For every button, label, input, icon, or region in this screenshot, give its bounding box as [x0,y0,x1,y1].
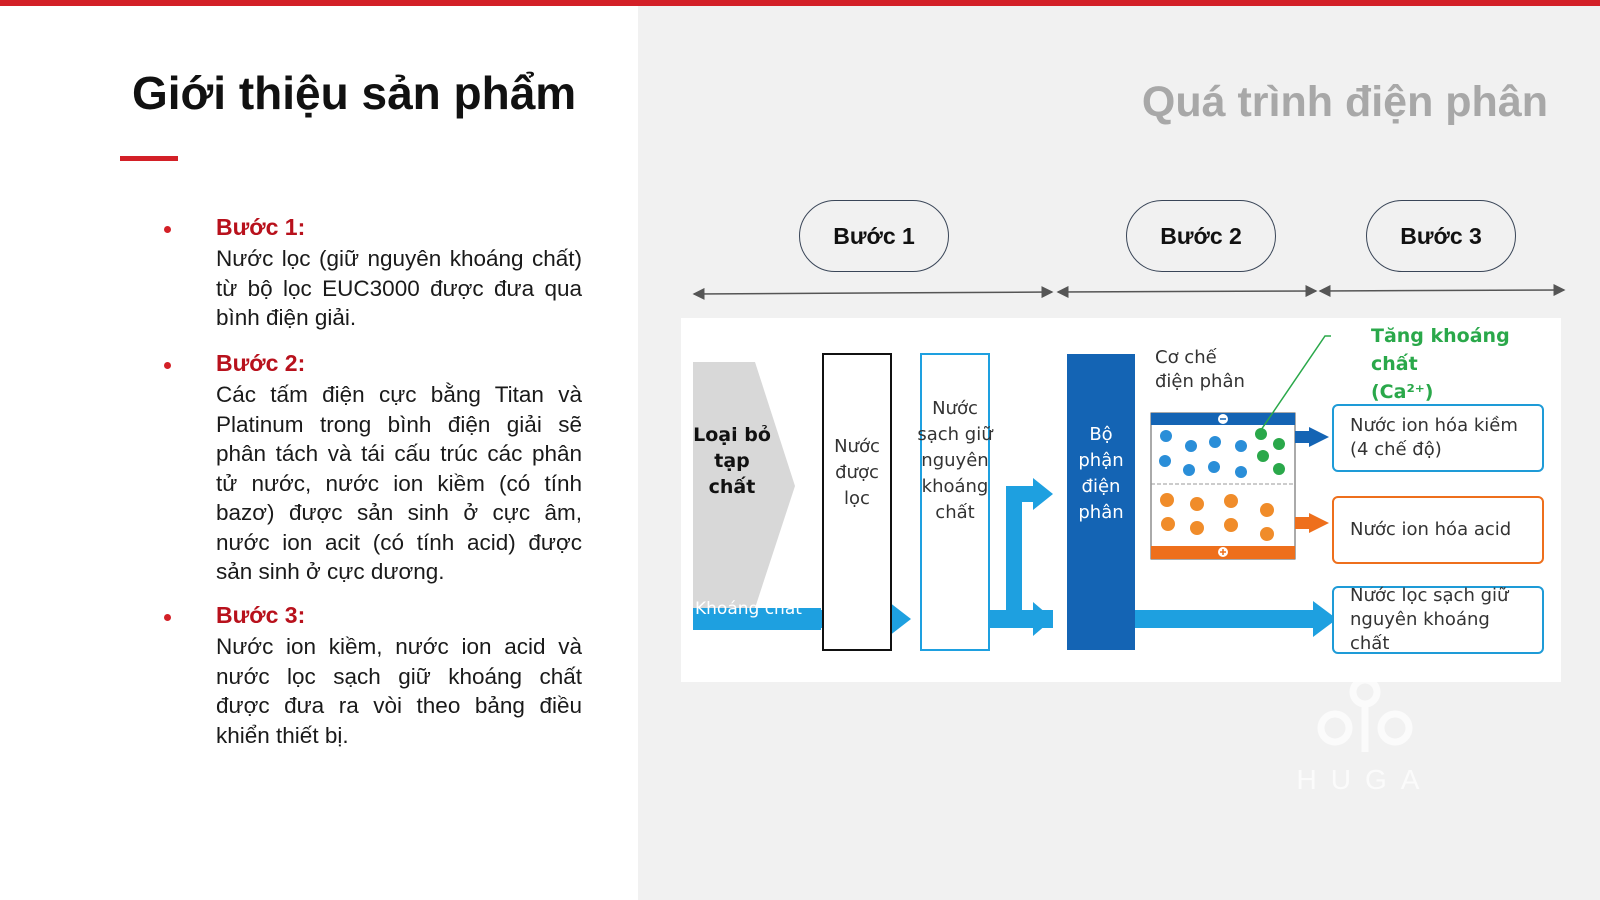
clean-water-label: Nước sạch giữ nguyên khoáng chất [917,398,993,523]
filtered-water-box [822,353,892,651]
diagram-title: Quá trình điện phân [1141,78,1548,126]
page-title: Giới thiệu sản phẩm [132,67,577,119]
bullet-dot [164,614,171,621]
pipe-arrow [1033,478,1053,510]
impurity-filter-shape [693,362,795,608]
electrolysis-unit-label: Bộ phận điện phân [1078,424,1124,523]
filtered-water-label: Nước được lọc [834,436,880,509]
electrolysis-unit [1067,354,1135,650]
minerals-strip [693,608,821,630]
step-description: Nước lọc (giữ nguyên khoáng chất) từ bộ … [216,246,582,330]
mechanism-label: Cơ chế điện phân [1155,347,1245,392]
watermark-text: HUGA [1296,764,1434,795]
step-pill-1: Bước 1 [799,200,949,272]
mineral-increase-text: Tăng khoáng chất [1371,325,1510,375]
step-title: Bước 1: [216,214,306,240]
output-acid-box: Nước ion hóa acid [1332,496,1544,564]
step-pill-2: Bước 2 [1126,200,1276,272]
output-filtered-box: Nước lọc sạch giữ nguyên khoáng chất [1332,585,1544,654]
acid-arrow [1309,513,1329,533]
minerals-label: Khoáng chất [695,599,802,619]
top-accent-bar [0,0,1600,6]
bullet-dot [164,362,171,369]
pipe-arrow [889,602,911,636]
clean-water-box [920,353,990,651]
step-1-span-arrow [692,286,1054,300]
pipe-arrow [1313,601,1337,637]
step-description: Các tấm điện cực bằng Titan và Platinum … [216,382,582,584]
mineral-increase-label: Tăng khoáng chất (Ca²⁺) [1371,322,1557,406]
mineral-formula: (Ca²⁺) [1371,381,1434,403]
remove-impurities-label: Loại bỏ tạp chất [693,424,771,498]
output-alkaline-box: Nước ion hóa kiềm (4 chế độ) [1332,404,1544,472]
title-underline [120,156,178,161]
electrolysis-cell [1150,412,1296,560]
bullet-dot [164,226,171,233]
huga-watermark: HUGA [1290,672,1440,802]
alkaline-arrow [1309,427,1329,447]
electrolysis-diagram: Loại bỏ tạp chất Khoáng chất Nước được l… [681,318,1561,682]
mineral-callout-line [1260,335,1331,431]
step-description: Nước ion kiềm, nước ion acid và nước lọc… [216,634,582,748]
step-title: Bước 2: [216,350,306,376]
pipe-arrow [1033,602,1053,636]
step-3-span-arrow [1318,284,1566,297]
step-span-arrows [692,284,1566,300]
step-2-span-arrow [1056,285,1318,298]
step-pill-3: Bước 3 [1366,200,1516,272]
step-title: Bước 3: [216,602,306,628]
huga-logo-icon [1317,676,1413,752]
